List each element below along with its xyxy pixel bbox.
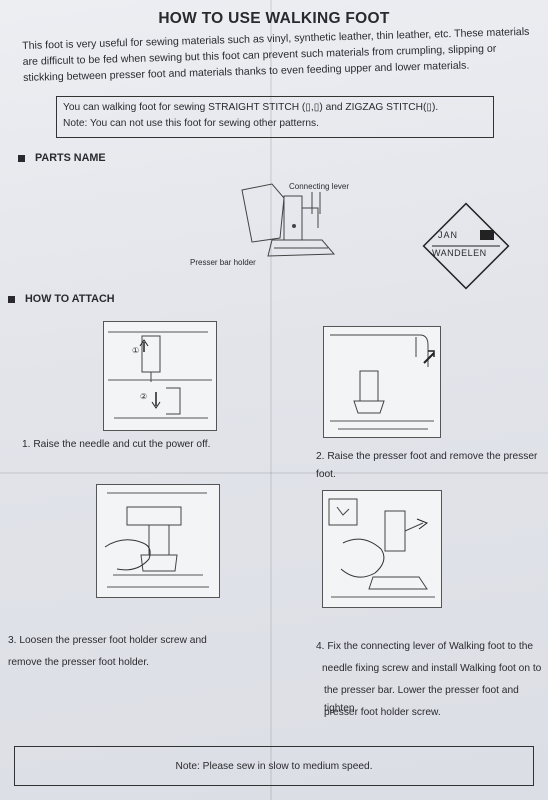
notice-box: You can walking foot for sewing STRAIGHT… — [56, 96, 494, 138]
bullet-icon — [8, 295, 15, 303]
brand-logo: JAN WANDELEN — [418, 198, 514, 294]
step-3-text-line-2: remove the presser foot holder. — [8, 657, 150, 668]
section-parts-label: PARTS NAME — [35, 152, 106, 164]
fig1-marker-2: ② — [140, 392, 148, 401]
intro-paragraph: This foot is very useful for sewing mate… — [22, 25, 530, 84]
figure-step-2 — [323, 326, 441, 438]
speed-note-text: Note: Please sew in slow to medium speed… — [175, 760, 373, 772]
figure-step-3 — [96, 484, 220, 598]
step-4-text-line-3: the presser bar. Lower the presser foot … — [324, 685, 519, 714]
step-4-text-line-1: 4. Fix the connecting lever of Walking f… — [316, 641, 534, 652]
notice-line-2: Note: You can not use this foot for sewi… — [63, 118, 319, 129]
figure-step-4 — [322, 490, 442, 608]
logo-text-top: JAN — [438, 230, 459, 240]
bullet-icon — [18, 154, 25, 162]
walking-foot-diagram — [241, 183, 336, 257]
section-parts-name: PARTS NAME — [18, 152, 106, 164]
fold-line-horizontal — [0, 472, 548, 474]
step-1-text: 1. Raise the needle and cut the power of… — [22, 439, 211, 450]
fig1-marker-1: ① — [132, 346, 140, 355]
section-how-to-attach: HOW TO ATTACH — [8, 293, 115, 305]
page-title: HOW TO USE WALKING FOOT — [158, 10, 390, 27]
label-presser-bar-holder: Presser bar holder — [190, 258, 256, 267]
notice-line-1: You can walking foot for sewing STRAIGHT… — [63, 102, 439, 113]
fold-line-vertical — [270, 0, 272, 800]
step-2-text: 2. Raise the presser foot and remove the… — [316, 451, 538, 480]
step-4-text-line-4: presser foot holder screw. — [324, 707, 441, 718]
label-connecting-lever: Connecting lever — [289, 182, 350, 191]
logo-text-bottom: WANDELEN — [432, 248, 487, 258]
step-4-text-line-2: needle fixing screw and install Walking … — [322, 663, 542, 674]
section-attach-label: HOW TO ATTACH — [25, 293, 115, 305]
figure-step-1: ① ② — [103, 321, 217, 431]
speed-note-box: Note: Please sew in slow to medium speed… — [14, 746, 534, 786]
step-3-text-line-1: 3. Loosen the presser foot holder screw … — [8, 635, 207, 646]
